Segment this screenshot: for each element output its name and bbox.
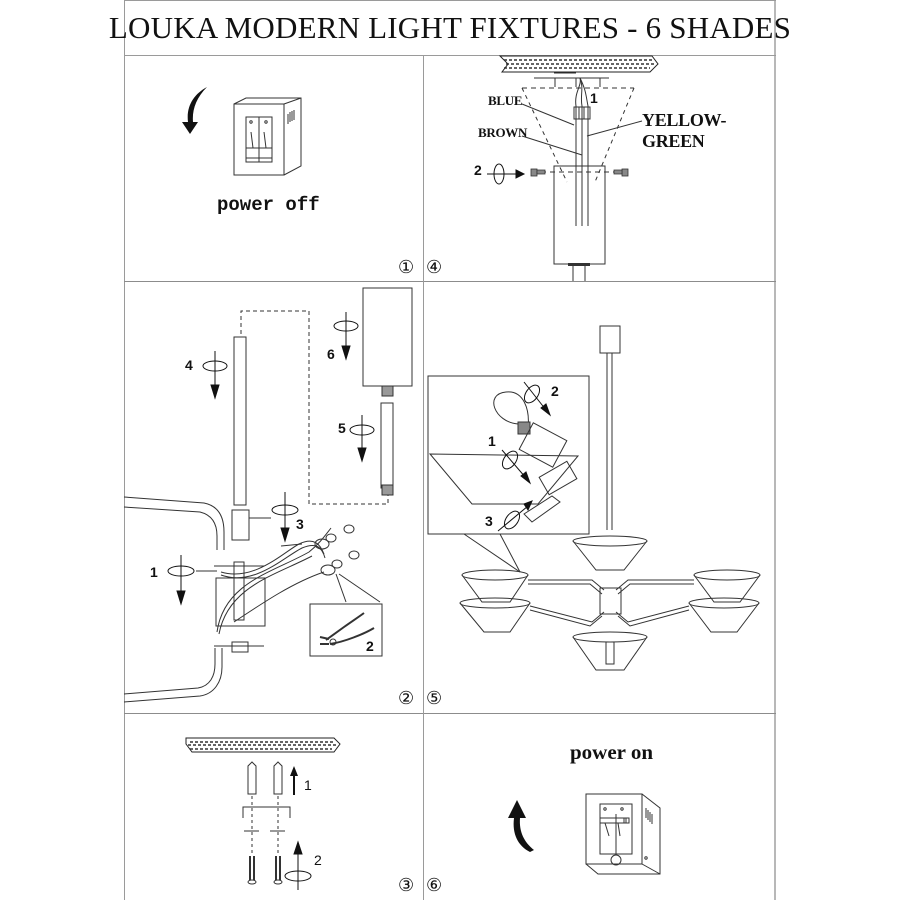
arrow-up-icon bbox=[508, 800, 534, 852]
step-2-panel: 1 2 3 4 5 6 ② bbox=[123, 282, 423, 713]
step-marker: ② bbox=[398, 688, 415, 709]
callout-3: 3 bbox=[485, 513, 493, 529]
column-divider bbox=[423, 56, 424, 900]
callout-1: 1 bbox=[590, 90, 598, 106]
lamp-shade bbox=[461, 569, 529, 603]
screw-icon bbox=[275, 856, 281, 880]
wall-plug-icon bbox=[247, 761, 257, 795]
callout-2: 2 bbox=[551, 383, 559, 399]
step-5-panel: 1 2 3 ⑤ bbox=[424, 282, 776, 713]
ceiling-anchors-diagram bbox=[185, 737, 341, 890]
callout-1: 1 bbox=[150, 564, 158, 580]
ceiling-icon bbox=[185, 737, 341, 753]
arrow-down-icon bbox=[182, 87, 207, 134]
rotate-arrow-icon bbox=[202, 351, 228, 400]
rotate-arrow-icon bbox=[167, 555, 195, 606]
ceiling-icon bbox=[498, 55, 659, 73]
wire-label-blue: BLUE bbox=[488, 93, 523, 108]
callout-5: 5 bbox=[338, 420, 346, 436]
row-divider bbox=[124, 281, 776, 282]
rotate-arrow-icon bbox=[497, 500, 533, 532]
lamp-shade bbox=[693, 569, 761, 603]
rotate-arrow-icon bbox=[271, 492, 299, 543]
document-title: LOUKA MODERN LIGHT FIXTURES - 6 SHADES bbox=[108, 10, 792, 45]
step-marker: ③ bbox=[398, 875, 415, 896]
wall-plug-icon bbox=[273, 761, 283, 795]
step-marker: ① bbox=[398, 257, 415, 278]
power-off-caption: power off bbox=[217, 194, 320, 216]
rotate-arrow-icon bbox=[333, 312, 359, 361]
callout-6: 6 bbox=[327, 346, 335, 362]
lamp-shade bbox=[688, 597, 760, 633]
rotate-arrow-icon bbox=[523, 381, 552, 417]
callout-1: 1 bbox=[488, 433, 496, 449]
screw-icon bbox=[249, 856, 255, 880]
step-marker: ⑤ bbox=[426, 688, 443, 709]
pliers-icon bbox=[319, 612, 375, 646]
lamp-shade bbox=[459, 597, 531, 633]
callout-3: 3 bbox=[296, 516, 304, 532]
wire-label-yellow-green: YELLOW-GREEN bbox=[642, 110, 727, 151]
circuit-breaker-on-icon bbox=[508, 793, 661, 875]
step-marker: ⑥ bbox=[426, 875, 443, 896]
wire-label-brown: BROWN bbox=[478, 125, 528, 140]
row-divider bbox=[124, 713, 776, 714]
callout-1: 1 bbox=[304, 777, 312, 793]
callout-2: 2 bbox=[366, 638, 374, 654]
callout-2: 2 bbox=[314, 852, 322, 868]
rotate-arrow-icon bbox=[501, 449, 532, 485]
title-bar: LOUKA MODERN LIGHT FIXTURES - 6 SHADES bbox=[109, 0, 791, 56]
lamp-shade bbox=[572, 535, 648, 571]
callout-4: 4 bbox=[185, 357, 193, 373]
screw-icon bbox=[530, 168, 538, 177]
power-on-caption: power on bbox=[570, 740, 654, 764]
step-3-panel: 1 2 ③ bbox=[124, 714, 423, 900]
arm-assembly-diagram bbox=[123, 287, 413, 703]
rotate-arrow-icon bbox=[349, 415, 375, 463]
rotate-arrow-icon bbox=[487, 163, 526, 185]
step-4-panel: BLUE BROWN YELLOW-GREEN 1 2 ④ bbox=[424, 55, 776, 281]
instruction-sheet bbox=[124, 0, 776, 900]
rotate-arrow-icon bbox=[284, 840, 312, 890]
ceiling-wiring-diagram bbox=[487, 55, 659, 281]
screw-icon bbox=[621, 168, 629, 177]
chandelier-diagram bbox=[427, 325, 761, 671]
step-1-panel: power off ① bbox=[124, 56, 423, 281]
arrow-up-icon bbox=[290, 766, 298, 795]
circuit-breaker-off-icon bbox=[182, 87, 302, 176]
step-marker: ④ bbox=[426, 257, 443, 278]
step-6-panel: power on ⑥ bbox=[424, 714, 776, 900]
callout-2: 2 bbox=[474, 162, 482, 178]
